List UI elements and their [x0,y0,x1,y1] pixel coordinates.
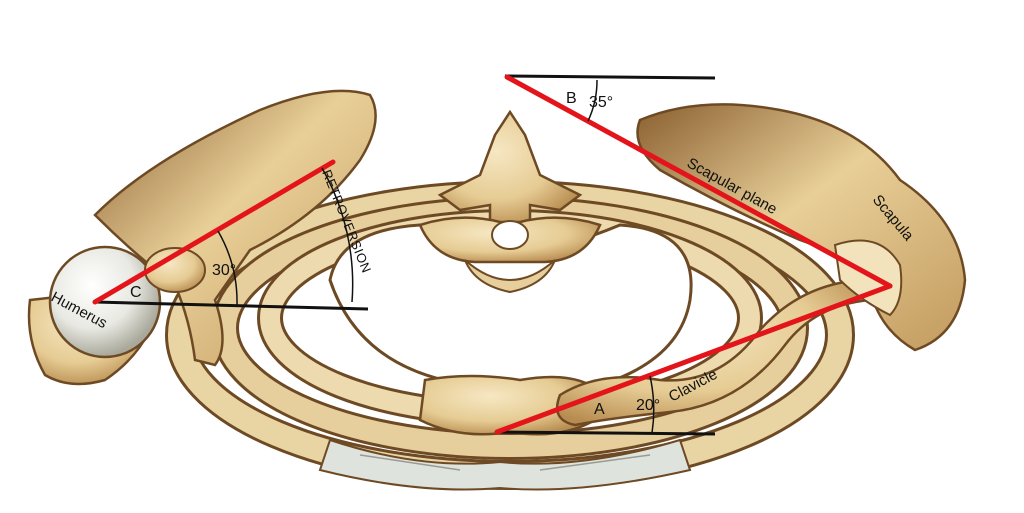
costal-cartilage [318,438,692,491]
reference-line-b [504,74,716,80]
retroversion-arc [321,167,354,303]
angle-b-label: 35° [589,94,613,111]
angle-arc-c [217,230,238,306]
angle-a-label: 20° [636,397,660,414]
axis-lines [92,74,893,435]
point-a-label: A [594,401,605,418]
reference-lines [94,74,716,436]
point-b-label: B [566,90,577,107]
clavicle-axis-line [494,283,893,435]
reference-line-c [94,300,369,311]
scapular-plane-line [504,74,893,289]
angle-arc-b [587,79,598,122]
angle-arc-a [649,375,655,434]
angle-arcs [217,79,655,434]
humeral-axis-line [92,159,336,305]
reference-line-a [496,430,716,436]
vertebra [418,109,602,294]
point-c-label: C [130,284,142,301]
left-scapula [93,89,377,367]
vertebral-foramen [491,220,529,250]
angle-c-label: 30° [212,262,236,279]
